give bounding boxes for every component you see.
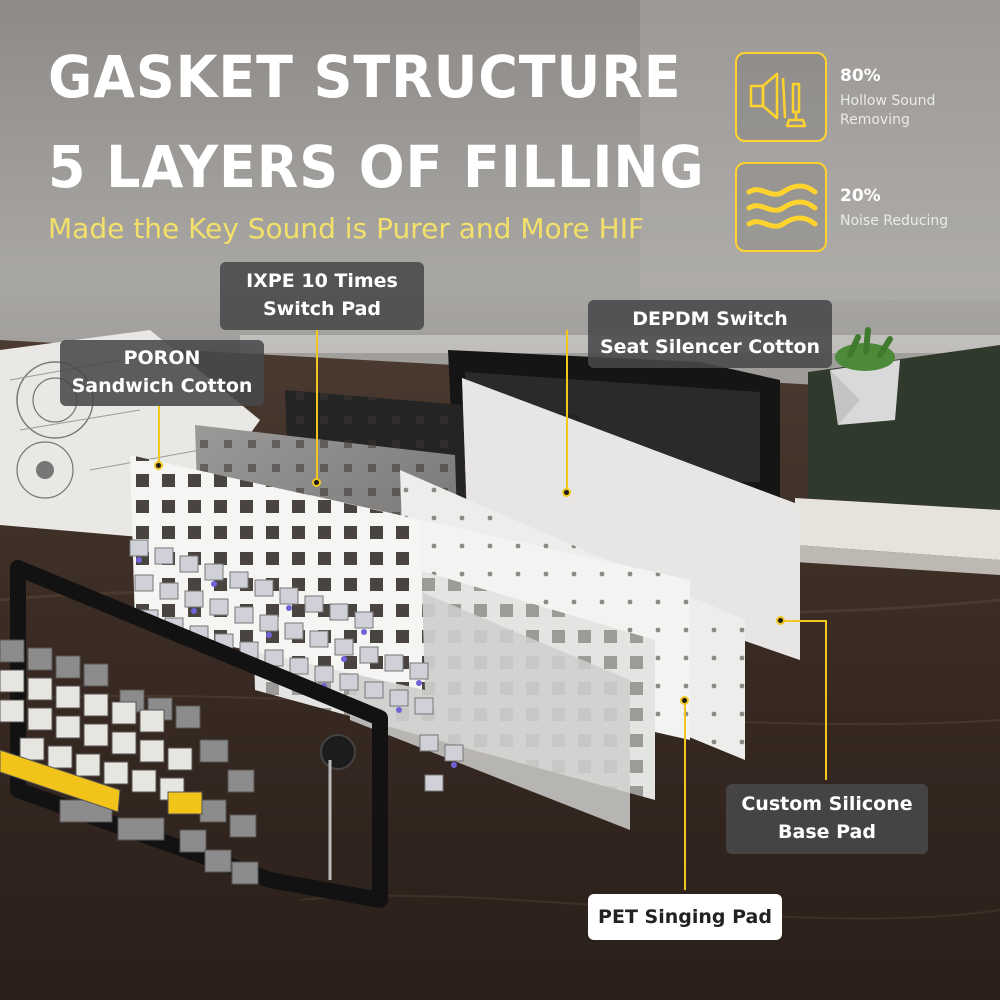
pet-leader-line <box>684 700 686 890</box>
ixpe-switch-pad-label: IXPE 10 Times Switch Pad <box>220 262 424 330</box>
silicone-label-line2: Base Pad <box>778 821 876 843</box>
silicone-leader-h <box>782 620 826 622</box>
depdm-leader-line <box>566 330 568 490</box>
hollow-sound-stat-box <box>735 52 827 142</box>
depdm-label-line1: DEPDM Switch <box>632 308 788 330</box>
noise-reducing-stat-box <box>735 162 827 252</box>
ixpe-label-line1: IXPE 10 Times <box>246 270 398 292</box>
poron-leader-line <box>158 405 160 463</box>
ixpe-leader-line <box>316 330 318 480</box>
depdm-pointer-dot <box>562 488 571 497</box>
speaker-broom-icon <box>749 72 807 128</box>
pet-pointer-dot <box>680 696 689 705</box>
ixpe-label-line2: Switch Pad <box>262 298 382 320</box>
sound-wave-icon <box>746 183 818 229</box>
depdm-label-line2: Seat Silencer Cotton <box>599 336 821 358</box>
noise-reducing-value: 20% <box>840 186 881 206</box>
hollow-sound-label-1: Hollow Sound <box>840 93 936 109</box>
ixpe-pointer-dot <box>312 478 321 487</box>
custom-silicone-base-pad-label: Custom Silicone Base Pad <box>726 784 928 854</box>
depdm-silencer-cotton-label: DEPDM Switch Seat Silencer Cotton <box>588 300 832 368</box>
headline-line1: GASKET STRUCTURE <box>48 43 682 111</box>
poron-label-line2: Sandwich Cotton <box>71 375 253 397</box>
silicone-label-line1: Custom Silicone <box>741 793 913 815</box>
poron-sandwich-cotton-label: PORON Sandwich Cotton <box>60 340 264 406</box>
noise-reducing-label: Noise Reducing <box>840 213 949 229</box>
poron-pointer-dot <box>154 461 163 470</box>
silicone-leader-v <box>825 620 827 780</box>
pet-singing-pad-label: PET Singing Pad <box>588 894 782 940</box>
pet-label-line1: PET Singing Pad <box>598 906 772 928</box>
poron-label-line1: PORON <box>123 347 201 369</box>
headline-line2: 5 LAYERS OF FILLING <box>48 133 705 201</box>
silicone-pointer-dot <box>776 616 785 625</box>
headline-subtitle: Made the Key Sound is Purer and More HIF <box>48 212 645 245</box>
hollow-sound-label-2: Removing <box>840 112 910 128</box>
hollow-sound-value: 80% <box>840 66 881 86</box>
